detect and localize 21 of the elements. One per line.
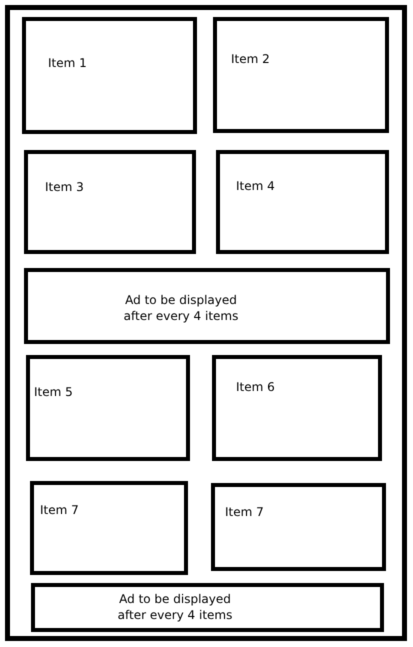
ad-placeholder-text: Ad to be displayed after every 4 items <box>116 591 234 623</box>
content-card <box>31 583 384 632</box>
item-label: Item 7 <box>225 504 264 520</box>
item-label: Item 2 <box>231 51 270 67</box>
content-card <box>30 481 188 575</box>
item-label: Item 1 <box>48 55 87 71</box>
content-card <box>213 17 389 133</box>
content-card <box>22 17 197 134</box>
item-label: Item 6 <box>236 379 275 395</box>
content-card <box>216 150 389 254</box>
content-card <box>26 355 190 461</box>
content-card <box>212 355 382 461</box>
item-label: Item 5 <box>34 384 73 400</box>
item-label: Item 4 <box>236 178 275 194</box>
container-frame <box>5 5 407 641</box>
item-label: Item 7 <box>40 502 79 518</box>
content-card <box>24 150 196 254</box>
item-label: Item 3 <box>45 179 84 195</box>
content-card <box>211 483 386 571</box>
ad-placeholder-text: Ad to be displayed after every 4 items <box>122 292 240 324</box>
content-card <box>24 268 390 344</box>
